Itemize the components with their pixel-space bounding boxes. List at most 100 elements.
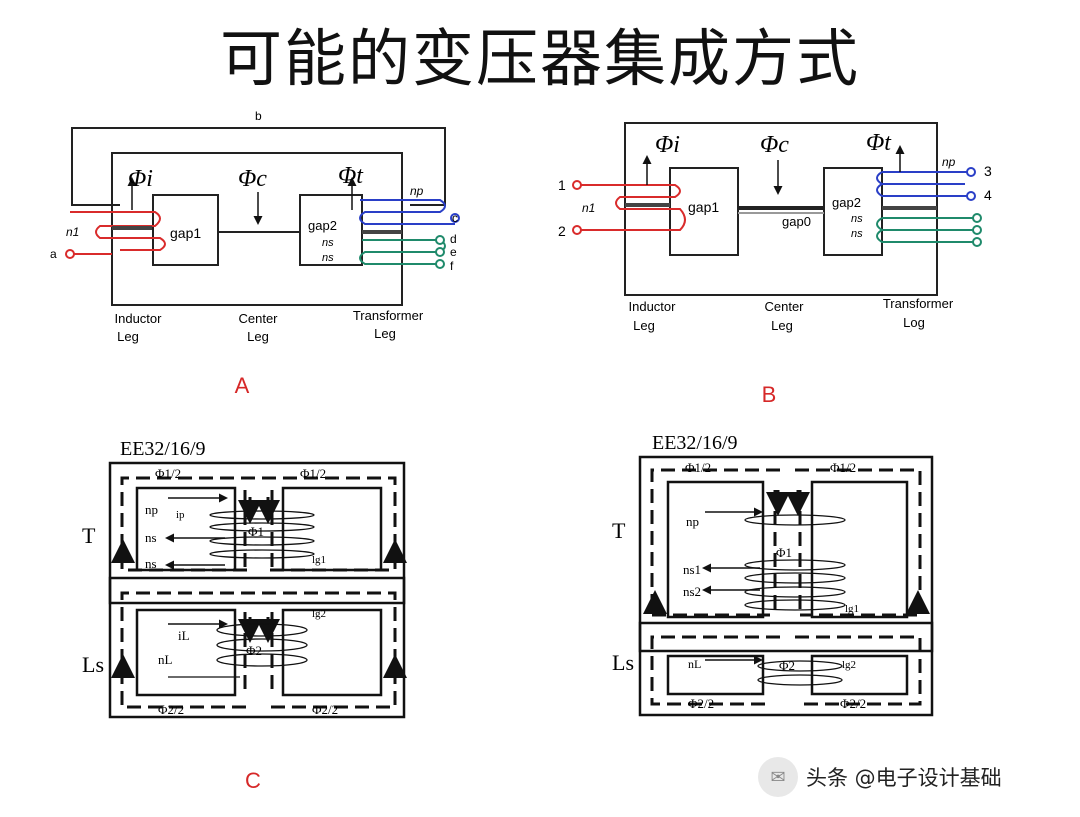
a-terminal-d <box>435 235 445 245</box>
d-t-label: T <box>612 518 626 543</box>
b-primary-winding <box>876 171 970 197</box>
a-n1: n1 <box>66 225 79 239</box>
b-gap0: gap0 <box>782 214 811 229</box>
b-np: np <box>942 155 956 169</box>
watermark: ✉ 头条 @电子设计基础 <box>758 755 1058 799</box>
c-phi-half-tr: Φ1/2 <box>300 466 326 481</box>
a-term-c: c <box>452 211 458 225</box>
a-inductor-leg-1: Inductor <box>115 311 163 326</box>
d-core: EE32/16/9 <box>652 432 738 454</box>
a-gap1-block <box>152 194 219 266</box>
a-phi-i: Φi <box>128 166 153 192</box>
c-np: np <box>145 502 158 517</box>
c-phi-half-bl: Φ2/2 <box>158 702 184 717</box>
b-transformer-leg-2: Log <box>903 315 925 330</box>
c-ns1: ns <box>145 530 157 545</box>
c-phi-half-tl: Φ1/2 <box>155 466 181 481</box>
b-gap1: gap1 <box>688 199 719 215</box>
c-phi2: Φ2 <box>246 643 262 658</box>
d-phi-half-br: Φ2/2 <box>840 696 866 711</box>
d-lg2: lg2 <box>842 659 856 671</box>
a-ns1: ns <box>322 237 334 249</box>
b-inductor-winding <box>578 184 686 231</box>
a-terminal-f <box>435 259 445 269</box>
b-ns2: ns <box>851 228 863 240</box>
d-core-outline <box>638 455 934 717</box>
b-ns1: ns <box>851 213 863 225</box>
diagram-a: Φi Φc Φt gap1 gap2 ns ns np n1 a b c d e… <box>50 109 460 398</box>
b-phi-c: Φc <box>760 132 789 158</box>
a-transformer-leg-1: Transformer <box>353 308 424 323</box>
b-gap2: gap2 <box>832 195 861 210</box>
d-ns1: ns1 <box>683 562 701 577</box>
a-term-e: e <box>450 245 457 259</box>
b-terminal-1 <box>572 180 582 190</box>
a-phi-c: Φc <box>238 166 267 192</box>
b-secondary-winding <box>876 217 975 243</box>
a-terminal-c <box>450 213 460 223</box>
diagram-d: EE32/16/9 T Ls Φ1/2 Φ1/2 Φ2/2 Φ2/2 np ns… <box>612 432 934 783</box>
b-terminal-2 <box>572 225 582 235</box>
a-phi-t: Φt <box>338 163 364 189</box>
c-phi1: Φ1 <box>248 524 264 539</box>
a-ns2: ns <box>322 252 334 264</box>
c-core: EE32/16/9 <box>120 438 206 460</box>
d-ls-label: Ls <box>612 650 634 675</box>
c-bot-right-window <box>281 608 383 697</box>
watermark-text: 头条 @电子设计基础 <box>806 766 1002 790</box>
c-ls-label: Ls <box>82 652 104 677</box>
d-phi1: Φ1 <box>776 545 792 560</box>
c-nl: nL <box>158 652 173 667</box>
d-nl: nL <box>688 657 701 671</box>
b-term-1: 1 <box>558 177 566 193</box>
a-terminal-a <box>65 249 75 259</box>
b-term-2: 2 <box>558 223 566 239</box>
d-ns2: ns2 <box>683 584 701 599</box>
a-center-leg-2: Leg <box>247 329 269 344</box>
a-terminal-e <box>435 247 445 257</box>
b-term-3: 3 <box>984 163 992 179</box>
c-lg1: lg1 <box>312 554 326 566</box>
b-inductor-leg-2: Leg <box>633 318 655 333</box>
d-phi2: Φ2 <box>779 658 795 673</box>
c-ns2: ns <box>145 556 157 571</box>
a-term-f: f <box>450 259 454 273</box>
c-ip: ip <box>176 509 185 521</box>
c-panel-label: C <box>245 768 261 793</box>
b-panel-label: B <box>762 382 777 407</box>
b-transformer-leg-1: Transformer <box>883 296 954 311</box>
c-t-label: T <box>82 523 96 548</box>
wechat-logo-icon: ✉ <box>758 757 798 797</box>
a-inductor-leg-2: Leg <box>117 329 139 344</box>
b-phi-i: Φi <box>655 132 680 158</box>
c-lg2: lg2 <box>312 608 326 620</box>
a-panel-label: A <box>235 373 250 398</box>
c-bot-left-window <box>135 608 237 697</box>
b-term-4: 4 <box>984 187 992 203</box>
d-phi-half-bl: Φ2/2 <box>688 696 714 711</box>
b-center-leg-2: Leg <box>771 318 793 333</box>
a-transformer-leg-2: Leg <box>374 326 396 341</box>
slide-title: 可能的变压器集成方式 <box>219 22 860 95</box>
diagram-b: Φi Φc Φt gap1 gap2 gap0 ns ns np n1 1 2 … <box>558 122 992 407</box>
d-phi-half-tl: Φ1/2 <box>685 460 711 475</box>
a-primary-winding <box>359 199 455 225</box>
d-bot-left-window <box>666 654 765 696</box>
a-gap1: gap1 <box>170 225 201 241</box>
a-inductor-winding <box>70 211 166 255</box>
c-phi-half-br: Φ2/2 <box>312 702 338 717</box>
d-phi-half-tr: Φ1/2 <box>830 460 856 475</box>
b-gap2-block <box>823 167 883 256</box>
a-term-b: b <box>255 109 262 123</box>
b-terminal-4 <box>966 191 976 201</box>
d-lg1: lg1 <box>845 603 859 615</box>
d-top-right-window <box>810 480 909 619</box>
a-gap2: gap2 <box>308 218 337 233</box>
b-inductor-leg-1: Inductor <box>629 299 677 314</box>
a-term-a: a <box>50 247 57 261</box>
diagram-c: EE32/16/9 T Ls Φ1/2 Φ1/2 Φ2/2 Φ2/2 np ns… <box>82 438 407 793</box>
b-center-leg-1: Center <box>764 299 804 314</box>
c-il: iL <box>178 628 190 643</box>
